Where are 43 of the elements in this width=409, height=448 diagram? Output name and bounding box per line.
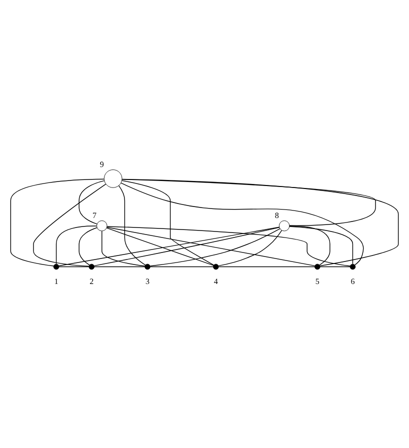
connector <box>94 266 146 267</box>
node-circle <box>96 220 108 231</box>
node-label: 4 <box>214 276 218 286</box>
node-circle <box>213 263 219 270</box>
connector <box>122 178 376 226</box>
node-label: 8 <box>274 210 279 220</box>
node-label: 2 <box>90 276 94 286</box>
connector <box>218 266 316 267</box>
node-label: 5 <box>315 276 320 286</box>
node-label: 3 <box>145 276 150 286</box>
node-circle <box>144 263 150 270</box>
connector <box>106 227 214 266</box>
connector <box>289 225 330 265</box>
connector <box>78 226 98 265</box>
connector <box>118 184 146 265</box>
node-circle <box>53 263 60 270</box>
connector <box>33 183 106 266</box>
connector <box>320 266 350 267</box>
node-circle <box>88 263 95 270</box>
connector <box>122 180 214 265</box>
connector <box>106 226 316 266</box>
connector <box>58 226 280 266</box>
node-label: 7 <box>92 210 97 220</box>
connector <box>150 228 280 266</box>
connector <box>102 230 146 266</box>
connector <box>58 266 90 267</box>
connector <box>120 182 364 265</box>
connector <box>56 225 98 264</box>
connector <box>94 226 280 266</box>
connector <box>150 266 214 267</box>
node-label: 9 <box>100 160 104 169</box>
node-circle <box>350 263 356 270</box>
connector <box>289 226 354 264</box>
connector <box>122 178 399 266</box>
node-circle <box>278 220 290 231</box>
node-circle <box>314 263 320 270</box>
node-label: 6 <box>350 276 355 286</box>
connector <box>218 230 282 266</box>
node-label: 1 <box>54 276 58 286</box>
connector <box>78 180 105 224</box>
connector <box>106 226 350 266</box>
node-circle <box>104 169 122 188</box>
connector <box>10 178 104 266</box>
